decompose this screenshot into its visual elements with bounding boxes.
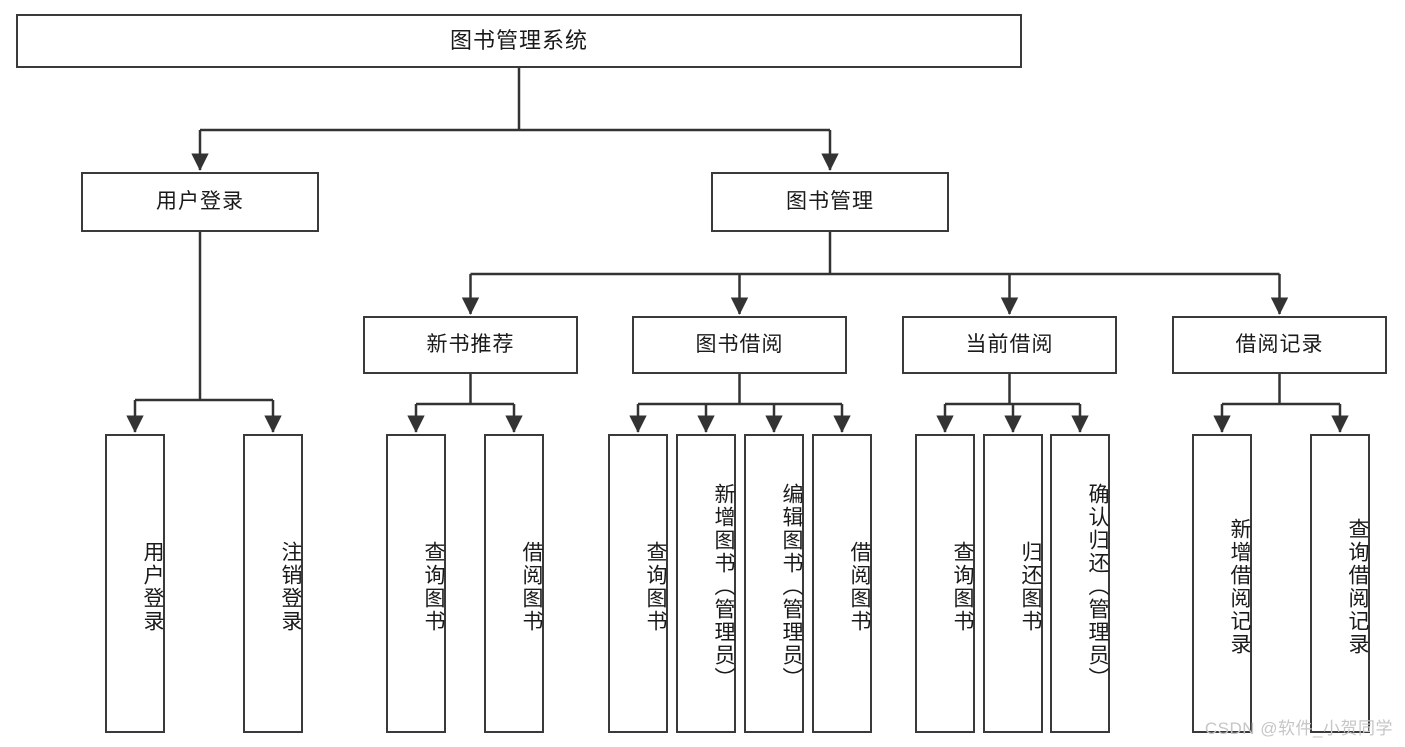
node-label: 图书管理系统: [449, 27, 588, 53]
node-leaf-query-book-1[interactable]: 查询图书: [386, 434, 446, 733]
node-leaf-user-login[interactable]: 用户登录: [105, 434, 165, 733]
node-label: 查询图书: [422, 540, 445, 633]
node-label: 新增图书（管理员）: [712, 483, 735, 690]
node-leaf-query-book-2[interactable]: 查询图书: [608, 434, 668, 733]
node-label: 编辑图书（管理员）: [780, 483, 803, 690]
node-borrow-record[interactable]: 借阅记录: [1172, 316, 1387, 374]
node-label: 归还图书: [1019, 540, 1042, 633]
node-label: 借阅图书: [848, 540, 871, 633]
node-user-login[interactable]: 用户登录: [81, 172, 319, 232]
node-leaf-borrow-book-1[interactable]: 借阅图书: [484, 434, 544, 733]
node-leaf-return-book[interactable]: 归还图书: [983, 434, 1043, 733]
node-label: 用户登录: [156, 190, 244, 214]
node-label: 借阅图书: [520, 540, 543, 633]
node-leaf-query-record[interactable]: 查询借阅记录: [1310, 434, 1370, 733]
node-leaf-confirm-return[interactable]: 确认归还（管理员）: [1050, 434, 1110, 733]
node-label: 查询图书: [951, 540, 974, 633]
node-leaf-borrow-book-2[interactable]: 借阅图书: [812, 434, 872, 733]
node-label: 查询借阅记录: [1346, 517, 1369, 656]
node-current-borrow[interactable]: 当前借阅: [902, 316, 1117, 374]
node-leaf-query-book-3[interactable]: 查询图书: [915, 434, 975, 733]
node-leaf-add-book[interactable]: 新增图书（管理员）: [676, 434, 736, 733]
node-label: 用户登录: [141, 540, 164, 633]
node-new-book-recommend[interactable]: 新书推荐: [363, 316, 578, 374]
node-leaf-logout[interactable]: 注销登录: [243, 434, 303, 733]
csdn-watermark: CSDN @软件_小贺同学: [1204, 719, 1393, 738]
node-label: 注销登录: [279, 540, 302, 633]
node-label: 借阅记录: [1235, 333, 1324, 357]
node-label: 图书借阅: [695, 333, 784, 357]
node-label: 确认归还（管理员）: [1086, 483, 1109, 690]
node-root[interactable]: 图书管理系统: [16, 14, 1022, 68]
node-label: 新增借阅记录: [1228, 517, 1251, 656]
node-label: 新书推荐: [426, 333, 515, 357]
node-leaf-add-record[interactable]: 新增借阅记录: [1192, 434, 1252, 733]
node-leaf-edit-book[interactable]: 编辑图书（管理员）: [744, 434, 804, 733]
node-label: 当前借阅: [965, 333, 1054, 357]
node-label: 查询图书: [644, 540, 667, 633]
node-book-borrow[interactable]: 图书借阅: [632, 316, 847, 374]
node-book-manage[interactable]: 图书管理: [711, 172, 949, 232]
node-label: 图书管理: [786, 190, 874, 214]
